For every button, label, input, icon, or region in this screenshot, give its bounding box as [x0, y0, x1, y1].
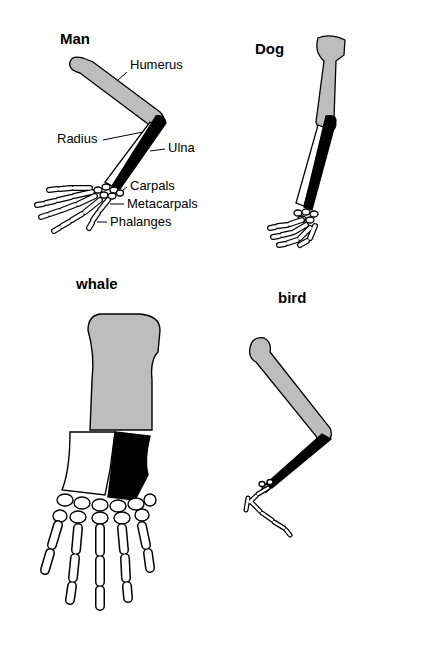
whale-flipper [45, 314, 160, 606]
bird-wing [246, 338, 331, 535]
carpal-bone [102, 184, 110, 190]
carpal-bone [100, 192, 108, 198]
animal-name: bird [278, 289, 306, 306]
leader-line [103, 132, 143, 140]
hand-bones-outline [37, 188, 108, 231]
carpal-bone [92, 512, 108, 524]
carpal-bones [53, 494, 156, 524]
carpal-bone [92, 499, 108, 511]
hand-bones [37, 188, 108, 231]
leader-line [150, 149, 165, 151]
animal-name: Man [60, 30, 90, 47]
carpal-bones [259, 480, 273, 487]
carpal-bone [110, 500, 126, 512]
part-label: Radius [57, 132, 97, 147]
carpal-bone [114, 512, 130, 524]
ulna-bone [112, 116, 166, 189]
carpal-bone [294, 210, 302, 216]
carpal-bone [94, 187, 102, 193]
radius-bone [62, 432, 115, 495]
carpal-bone [53, 510, 67, 522]
carpal-bone [306, 217, 314, 223]
carpal-bone [144, 494, 156, 506]
dog-leg [270, 36, 345, 245]
part-label: Humerus [130, 58, 183, 73]
paw-bones-outline [270, 220, 315, 245]
wing-bones-outline [246, 488, 290, 535]
ulna-bone [108, 432, 150, 500]
carpal-bones [94, 184, 124, 199]
part-label: Phalanges [110, 215, 171, 230]
animal-name: whale [76, 275, 118, 292]
humerus-bone [250, 338, 332, 442]
leader-line [110, 204, 124, 205]
flipper-bones [45, 525, 150, 606]
carpal-bone [117, 190, 124, 196]
carpal-bone [302, 209, 310, 215]
flipper-bones-outline [45, 525, 150, 606]
carpal-bone [128, 498, 144, 510]
leader-line [118, 72, 127, 80]
carpal-bone [267, 480, 273, 485]
paw-bones [270, 220, 315, 245]
leader-line [123, 187, 127, 190]
ulna-bone [266, 434, 331, 488]
carpal-bone [57, 494, 73, 506]
ulna-bone [304, 116, 336, 210]
leader-line [97, 222, 107, 223]
part-label: Ulna [168, 141, 195, 156]
carpal-bone [259, 482, 265, 487]
part-label: Metacarpals [127, 197, 198, 212]
wing-bones [246, 488, 290, 535]
animal-name: Dog [255, 40, 284, 57]
carpal-bone [70, 511, 86, 523]
humerus-bone [88, 314, 160, 430]
part-label: Carpals [130, 179, 175, 194]
carpal-bone [135, 509, 149, 521]
carpal-bone [74, 497, 90, 509]
carpal-bone [310, 211, 318, 217]
